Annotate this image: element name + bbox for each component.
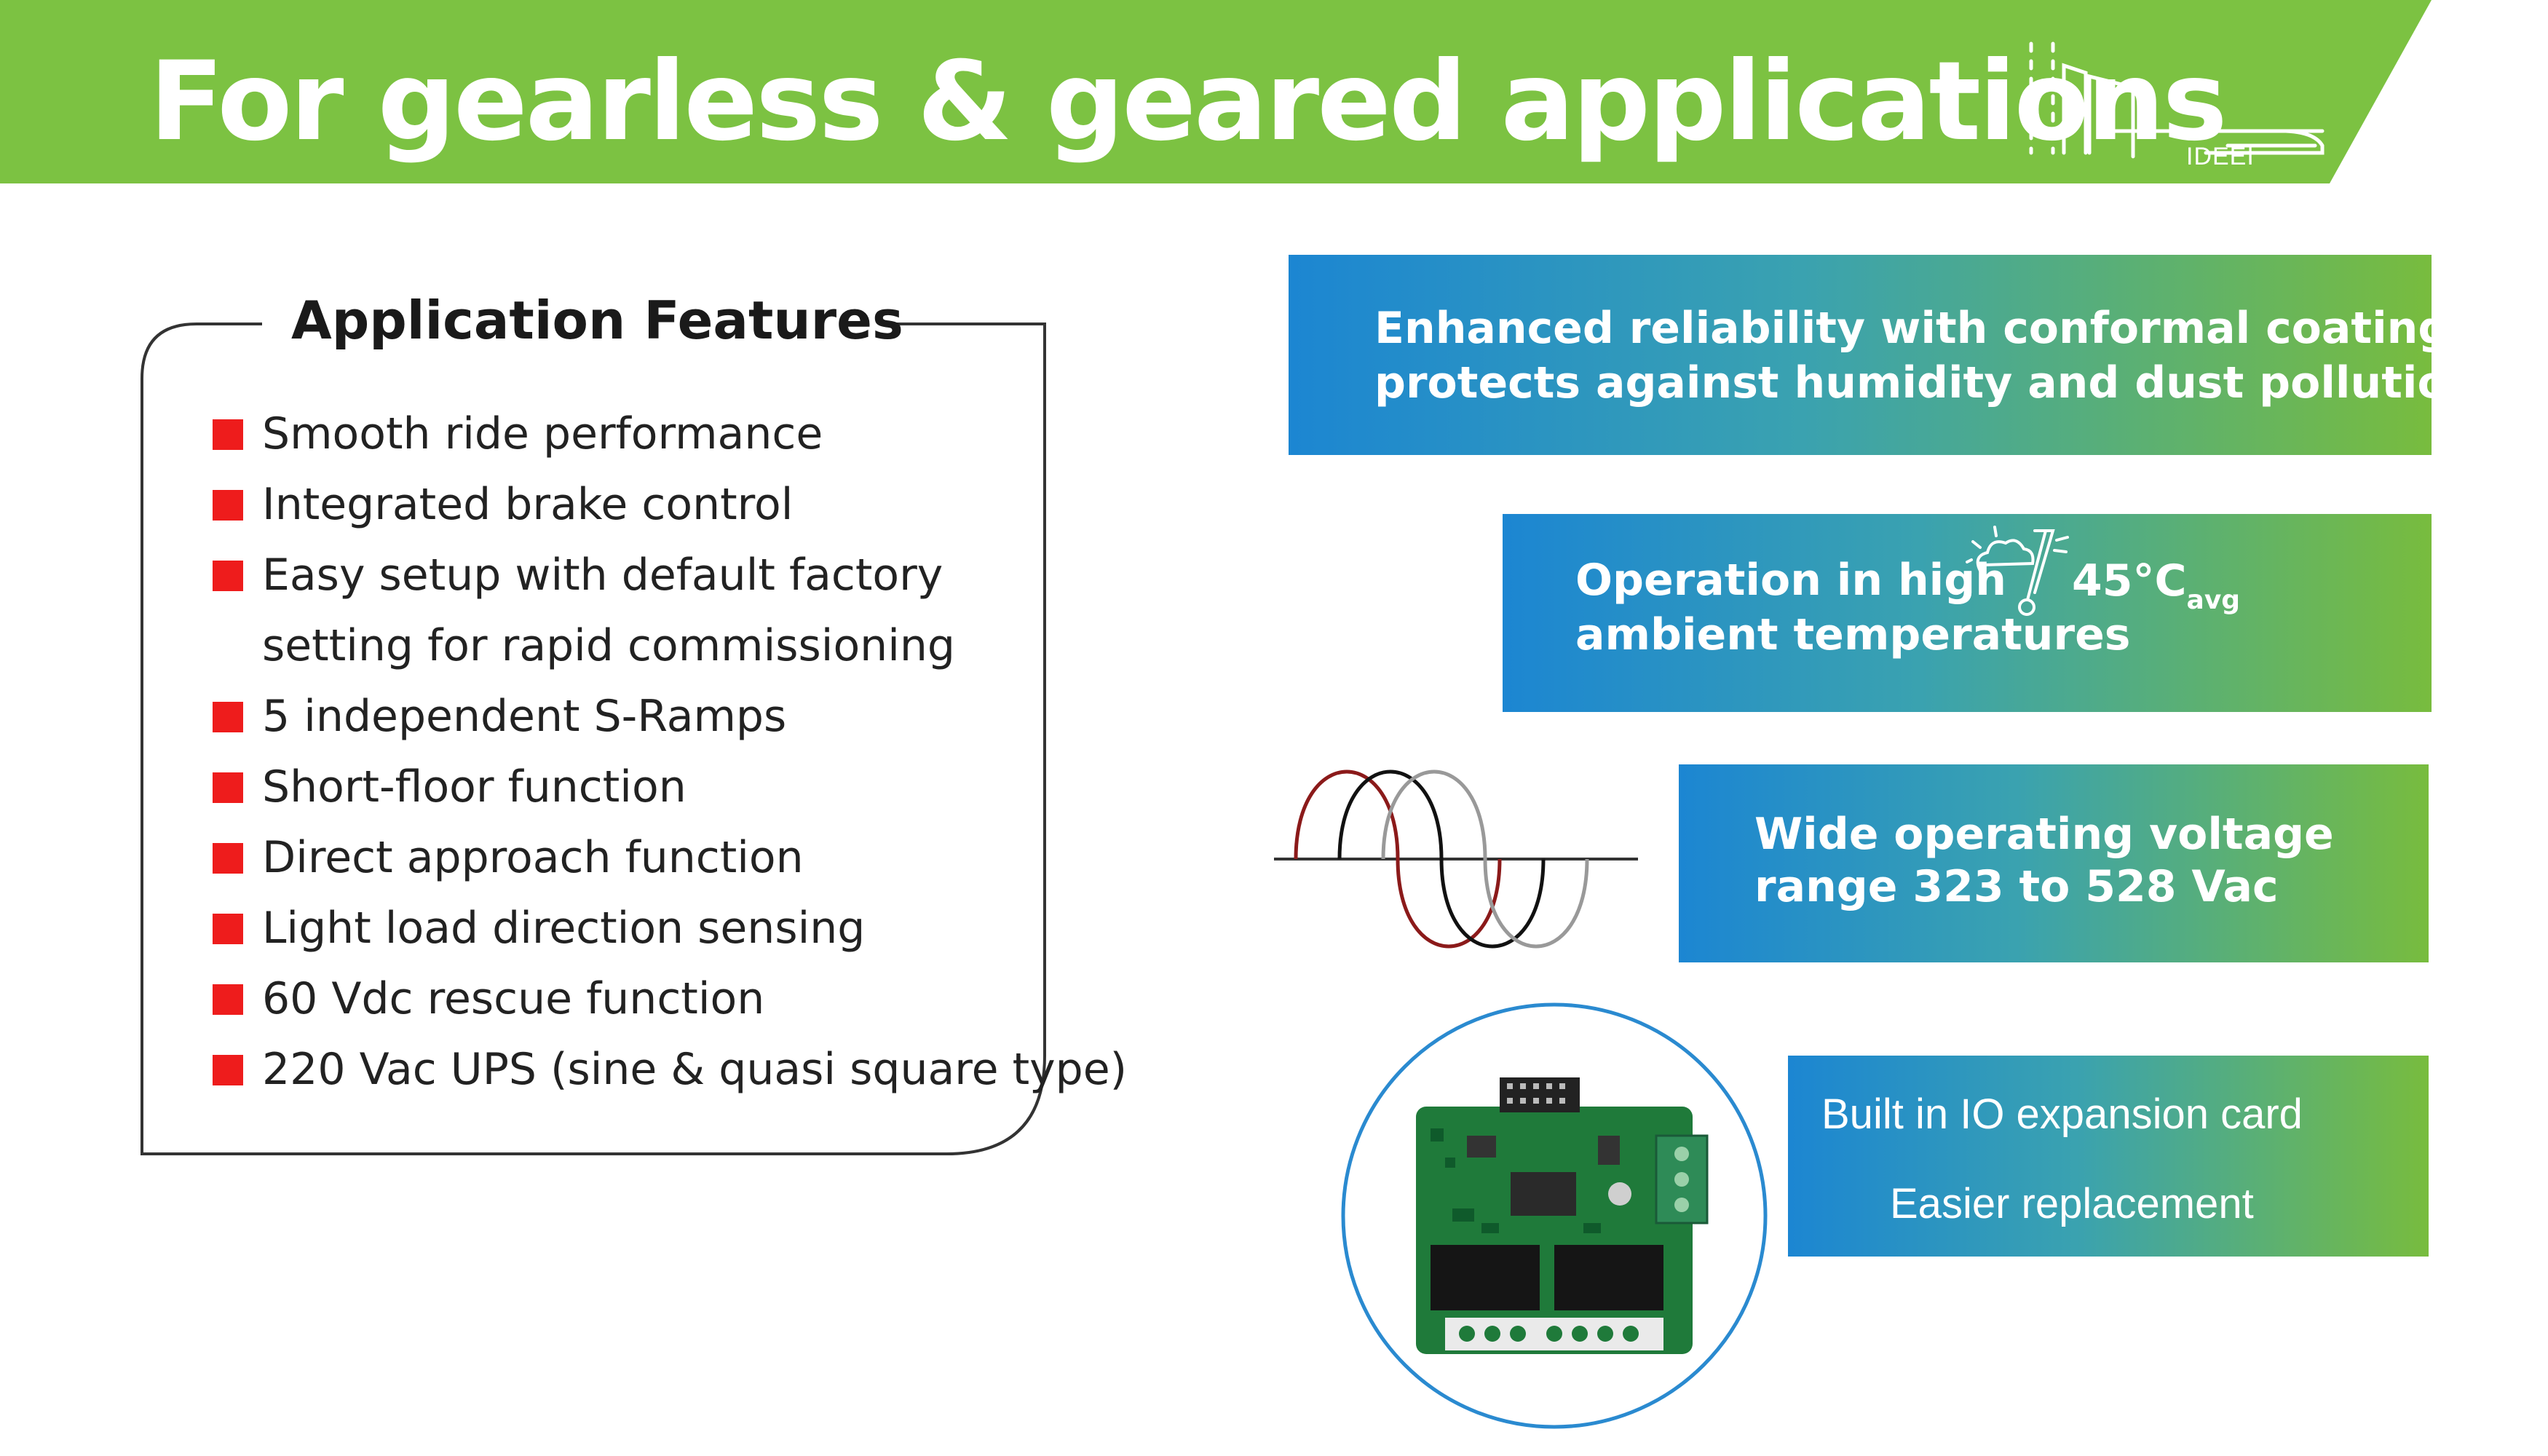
feature-item: Smooth ride performance — [213, 399, 1072, 470]
temperature-line-2: ambient temperatures — [1575, 609, 2131, 660]
features-heading: Application Features — [291, 290, 903, 351]
reliability-line-1: Enhanced reliability with conformal coat… — [1374, 303, 2466, 354]
bullet-square-icon — [213, 914, 243, 944]
temperature-line-1: Operation in high — [1575, 555, 2006, 606]
voltage-box: Wide operating voltage range 323 to 528 … — [1679, 764, 2429, 962]
io-expansion-box: Built in IO expansion card Easier replac… — [1788, 1056, 2429, 1257]
reliability-box: Enhanced reliability with conformal coat… — [1289, 255, 2478, 455]
voltage-line-2: range 323 to 528 Vac — [1754, 861, 2279, 912]
io-line-2: Easier replacement — [1890, 1180, 2254, 1227]
bullet-square-icon — [213, 1055, 243, 1085]
bullet-square-icon — [213, 772, 243, 803]
feature-item: 60 Vdc rescue function — [213, 964, 1072, 1034]
bullet-square-icon — [213, 490, 243, 521]
features-frame — [141, 323, 1046, 1155]
feature-item: Integrated brake control — [213, 470, 1072, 540]
brand-name: IDEEI — [2186, 143, 2255, 170]
feature-item: 5 independent S-Ramps — [213, 681, 1072, 752]
temperature-box: Operation in high ambient temperatures — [1503, 514, 2432, 712]
temperature-value: 45°Cavg — [2072, 555, 2241, 615]
feature-item: Easy setup with default factory setting … — [213, 540, 1072, 681]
header-banner — [0, 0, 2432, 183]
brand-logo-icon — [2029, 41, 2325, 159]
bullet-square-icon — [213, 702, 243, 732]
temperature-unit-sub: avg — [2186, 585, 2241, 615]
features-list: Smooth ride performance Integrated brake… — [213, 399, 1127, 1105]
feature-item: Short-floor function — [213, 752, 1072, 823]
page-title: For gearless & geared applications — [149, 39, 2228, 165]
voltage-line-1: Wide operating voltage — [1754, 809, 2334, 860]
thermometer-sun-icon — [1966, 526, 2069, 616]
bullet-square-icon — [213, 419, 243, 450]
feature-item: 220 Vac UPS (sine & quasi square type) — [213, 1034, 1127, 1105]
bullet-square-icon — [213, 843, 243, 874]
sine-wave-icon — [1274, 769, 1638, 949]
reliability-line-2: protects against humidity and dust pollu… — [1374, 357, 2479, 408]
io-expansion-card-icon — [1341, 1002, 1768, 1429]
io-line-1: Built in IO expansion card — [1821, 1091, 2303, 1138]
feature-item: Direct approach function — [213, 823, 1072, 893]
bullet-square-icon — [213, 561, 243, 591]
bullet-square-icon — [213, 984, 243, 1015]
feature-item: Light load direction sensing — [213, 893, 1072, 964]
